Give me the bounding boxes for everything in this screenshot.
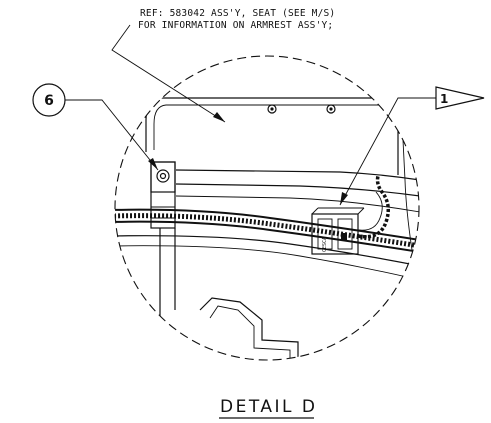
armrest-panel-inner: [153, 104, 388, 150]
wire-connector: CESCA: [311, 207, 365, 255]
frame-line-upper: [175, 169, 419, 181]
clamp-bracket: [150, 161, 176, 229]
rail-line-base: [115, 245, 419, 281]
harness-edge-bottom: [115, 220, 419, 253]
callout-item-arrowhead: [148, 158, 158, 170]
flag-note-leader: [339, 97, 436, 206]
rail-line-lower: [115, 235, 419, 267]
coiled-wire-edge: [357, 191, 383, 231]
detail-geometry: CESCA: [115, 97, 419, 360]
reference-leader-arrowhead: [213, 112, 225, 122]
callout-item-leader: [65, 99, 159, 171]
armrest-side-profile: [397, 104, 419, 201]
flag-note-label: 1: [440, 92, 448, 106]
detail-title-label: DETAIL D: [220, 397, 318, 417]
seat-structure-lower: [199, 297, 299, 360]
mounting-screw-right: [326, 104, 336, 114]
flag-note-arrowhead: [340, 192, 348, 205]
reference-note: REF: 583042 ASS'Y, SEAT (SEE M/S) FOR IN…: [138, 8, 335, 31]
reference-leader: [111, 24, 226, 123]
callout-item-6: 6: [32, 83, 66, 117]
frame-line-mid: [175, 183, 419, 197]
harness-wrap: [115, 213, 419, 249]
armrest-side-inner: [401, 119, 413, 251]
detail-title: DETAIL D: [219, 397, 318, 419]
detail-boundary-circle: [114, 55, 420, 361]
reference-note-line1: REF: 583042 ASS'Y, SEAT (SEE M/S): [140, 8, 335, 19]
coiled-wire: [357, 175, 390, 239]
frame-line-lower: [175, 195, 419, 213]
mounting-screw-left: [267, 104, 277, 114]
harness-edge-top: [115, 208, 419, 241]
support-leg: [159, 228, 176, 330]
seat-structure-inner: [209, 305, 291, 360]
callout-item-label: 6: [44, 93, 54, 109]
flag-note-1: 1: [435, 86, 485, 110]
connector-marking: CESCA: [322, 237, 328, 252]
reference-note-line2: FOR INFORMATION ON ARMREST ASS'Y;: [138, 20, 333, 31]
